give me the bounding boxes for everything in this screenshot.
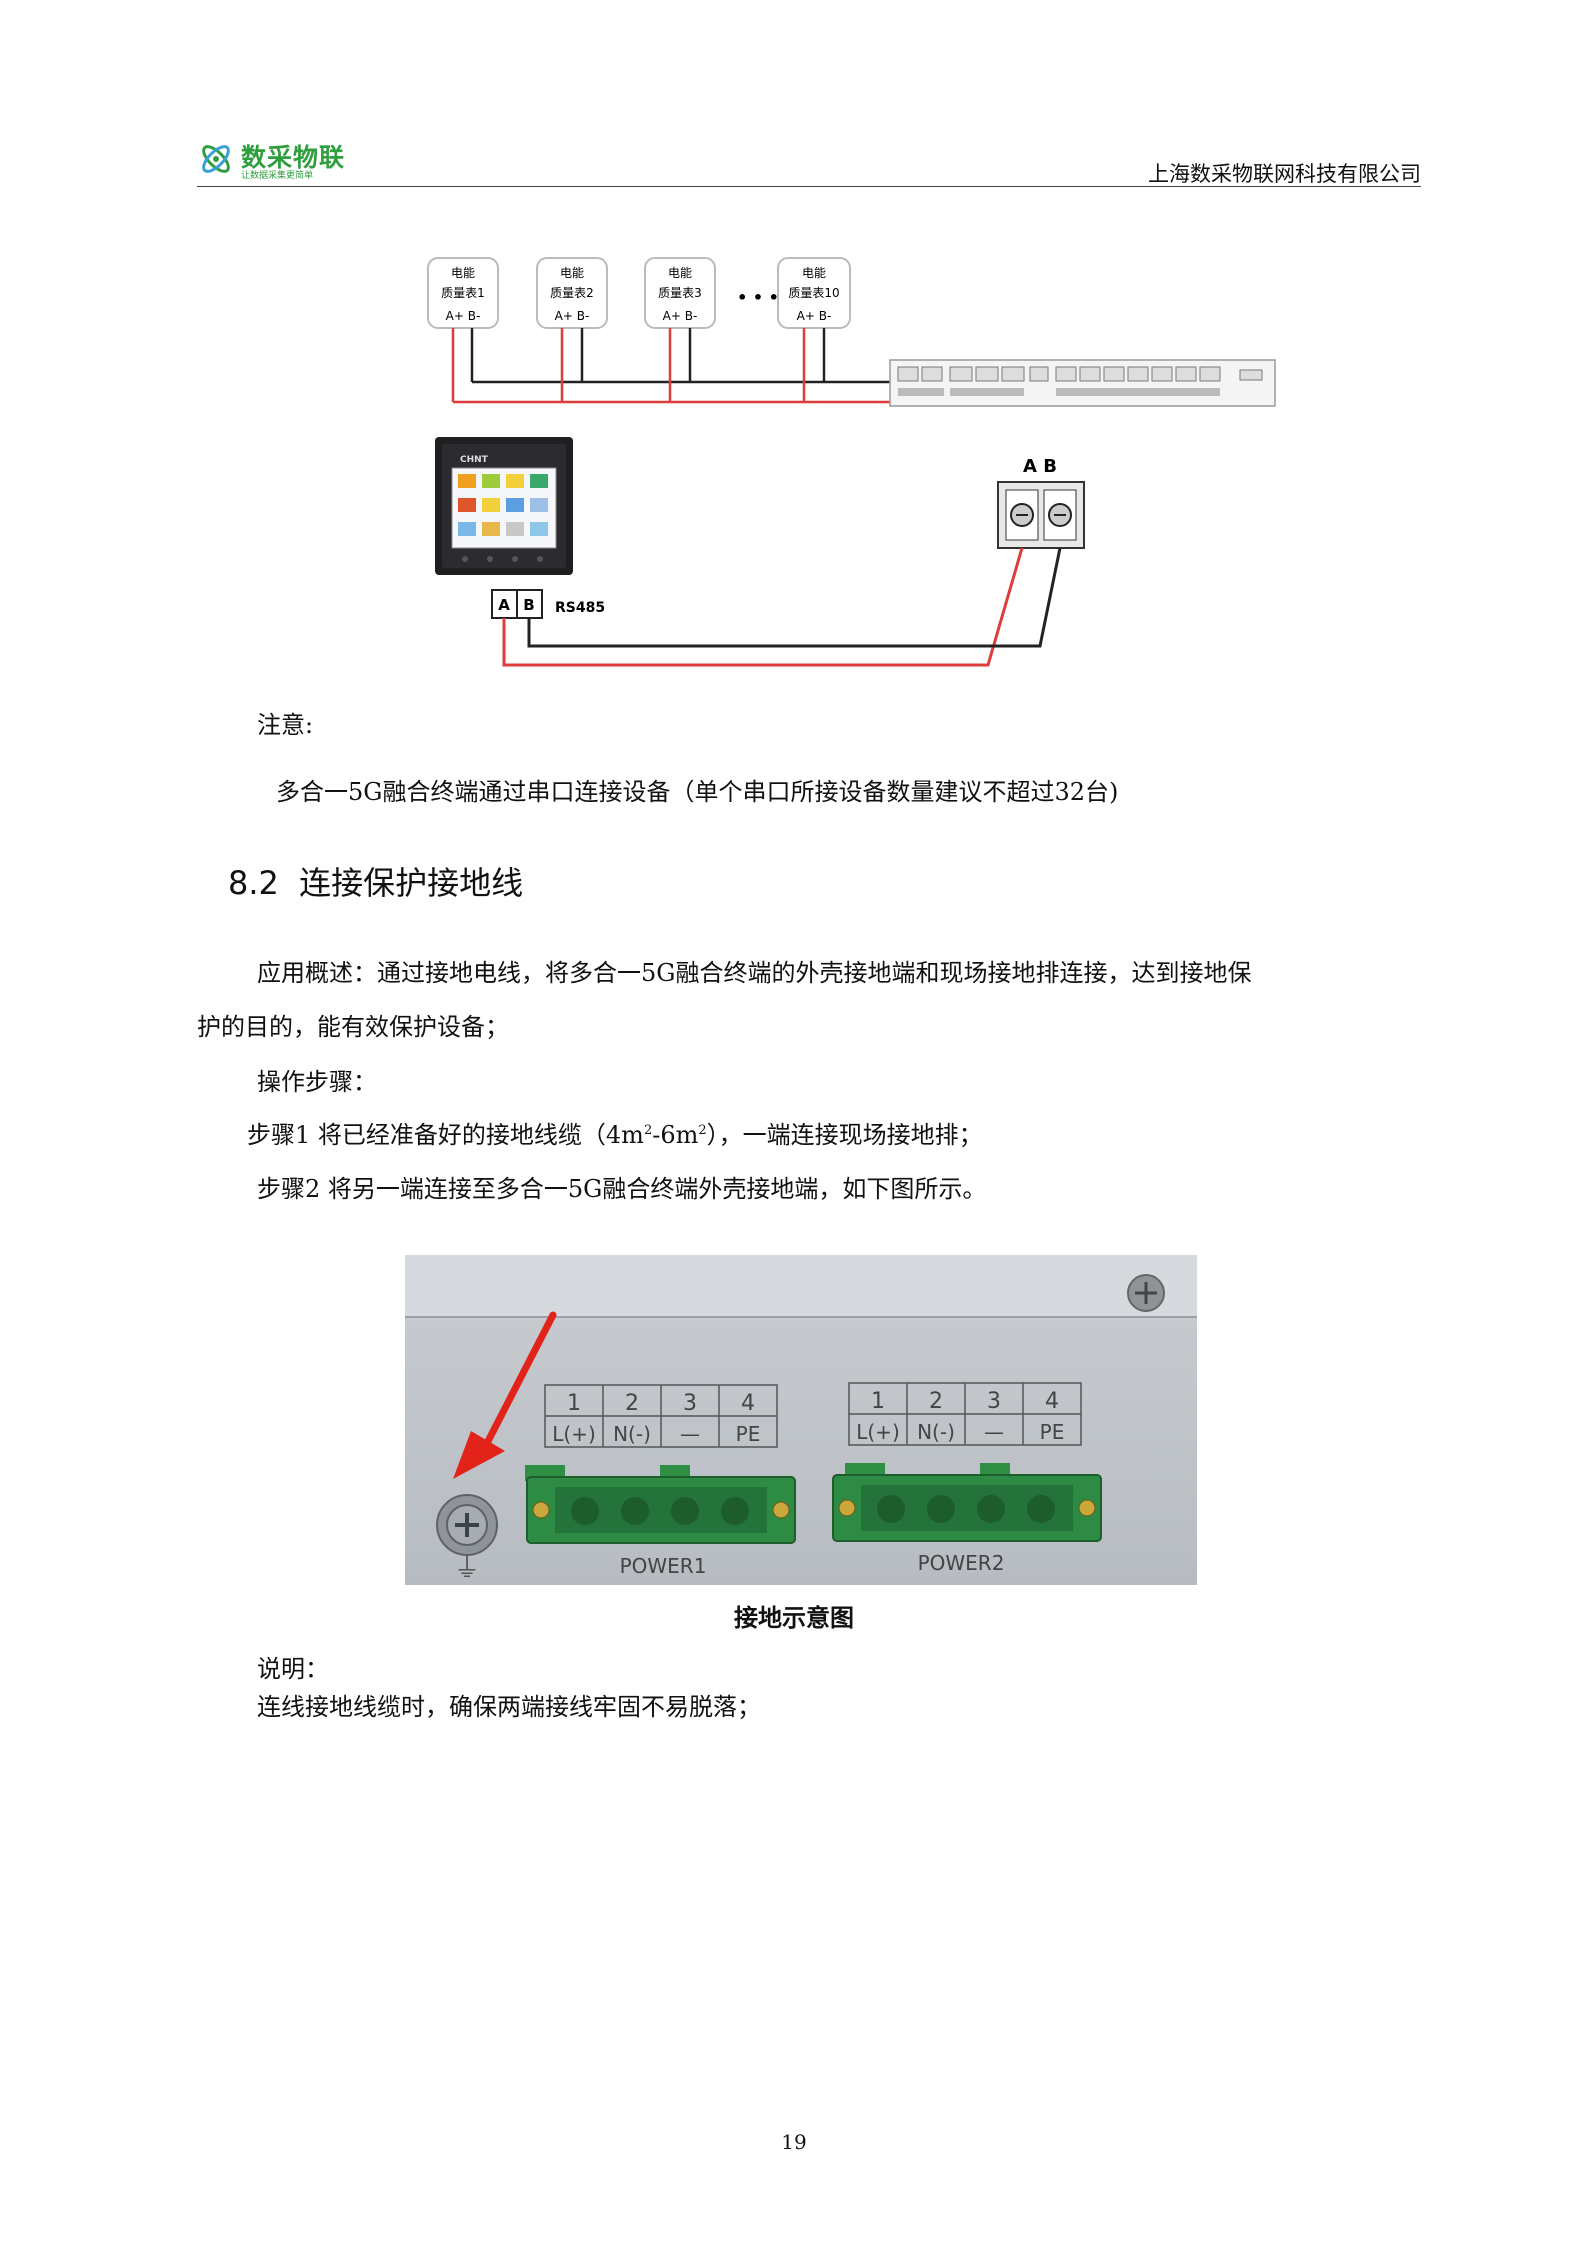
red-arrow-icon: [453, 1311, 557, 1479]
power2-num-3: 3: [987, 1389, 1001, 1414]
meter-rs485-terminals: A B RS485: [491, 589, 605, 619]
meter-3-terminals: A+ B-: [663, 309, 698, 323]
power1-num-4: 4: [741, 1391, 755, 1416]
explain-title: 说明：: [257, 1655, 329, 1683]
rs485-wiring-diagram: 电能 质量表1 A+ B- 电能 质量表2 A+ B- 电能 质量表3 A+ B…: [427, 257, 1276, 667]
gateway-terminal-strip: [889, 359, 1276, 407]
power2-num-4: 4: [1045, 1389, 1059, 1414]
meter-10-line2: 质量表10: [788, 286, 839, 300]
meter-1-line2: 质量表1: [441, 286, 485, 300]
power1-label-2: N(-): [613, 1422, 651, 1446]
power1-label-4: PE: [736, 1422, 761, 1446]
power-quality-meter: CHNT: [435, 437, 573, 575]
meter-2-terminals: A+ B-: [555, 309, 590, 323]
meter-brand: CHNT: [460, 455, 489, 465]
power1-num-3: 3: [683, 1391, 697, 1416]
step-1-sup-2: 2: [698, 1123, 707, 1138]
rs485-bus-wires: [451, 328, 890, 404]
overview-line-2: 护的目的，能有效保护设备；: [197, 1013, 509, 1041]
power2-label-4: PE: [1040, 1420, 1065, 1444]
ground-symbol-icon: ⏚: [454, 1554, 480, 1584]
power2-label-table: 1 2 3 4 L(+) N(-) — PE: [848, 1382, 1082, 1446]
meter-3: 电能 质量表3 A+ B-: [644, 257, 716, 329]
meter-1-line1: 电能: [451, 266, 475, 280]
grounding-photo: 1 2 3 4 L(+) N(-) — PE 1 2 3 4 L(+) N(-)…: [405, 1255, 1197, 1585]
page-number: 19: [781, 2130, 807, 2154]
power1-label-1: L(+): [552, 1422, 596, 1446]
terminal-a-label: A: [498, 596, 510, 614]
power2-label-2: N(-): [917, 1420, 955, 1444]
meter-2-line1: 电能: [560, 266, 584, 280]
power2-name: POWER2: [918, 1551, 1005, 1575]
meter-screen-icons: [458, 474, 548, 536]
ab-connector-label: A B: [1023, 456, 1057, 477]
power2-connector: POWER2: [832, 1463, 1102, 1575]
power1-label-3: —: [680, 1422, 700, 1446]
overview-line-1: 应用概述：通过接地电线，将多合一5G融合终端的外壳接地端和现场接地排连接，达到接…: [257, 959, 1252, 987]
company-logo: 数采物联 让数据采集更简单: [197, 138, 377, 182]
section-heading: 8.2 连接保护接地线: [228, 858, 523, 904]
meter-2: 电能 质量表2 A+ B-: [536, 257, 608, 329]
power1-label-table: 1 2 3 4 L(+) N(-) — PE: [544, 1384, 778, 1448]
power2-num-1: 1: [871, 1389, 885, 1414]
note-title: 注意:: [257, 711, 314, 739]
note-text: 多合一5G融合终端通过串口连接设备（单个串口所接设备数量建议不超过32台): [276, 778, 1119, 806]
meter-2-line2: 质量表2: [550, 286, 594, 300]
step-1-mid: -6m: [652, 1121, 699, 1149]
company-name: 上海数采物联网科技有限公司: [1148, 162, 1421, 186]
section-number: 8.2: [228, 864, 279, 902]
power1-num-1: 1: [567, 1391, 581, 1416]
rs485-label: RS485: [555, 600, 605, 616]
logo-tagline: 让数据采集更简单: [241, 171, 314, 181]
ground-screw: [436, 1494, 498, 1556]
meter-1-terminals: A+ B-: [446, 309, 481, 323]
step-1-prefix: 步骤1 将已经准备好的接地线缆（4m: [247, 1121, 644, 1149]
power2-num-2: 2: [929, 1389, 943, 1414]
terminal-b-label: B: [523, 596, 534, 614]
meter-to-connector-wires: [502, 547, 1062, 667]
screw-icon: [1127, 1274, 1165, 1312]
steps-title: 操作步骤：: [257, 1068, 377, 1096]
step-1-sup-1: 2: [643, 1123, 653, 1138]
meter-3-line2: 质量表3: [658, 286, 702, 300]
meters-ellipsis: • • •: [737, 288, 779, 307]
figure-caption: 接地示意图: [734, 1604, 854, 1632]
meter-10-terminals: A+ B-: [797, 309, 832, 323]
step-1-suffix: ），一端连接现场接地排；: [706, 1121, 983, 1149]
meter-10-line1: 电能: [802, 266, 826, 280]
power1-connector: POWER1: [525, 1465, 796, 1578]
section-title: 连接保护接地线: [299, 864, 524, 902]
logo-icon: [202, 145, 230, 173]
meter-3-line1: 电能: [668, 266, 692, 280]
logo-name: 数采物联: [241, 143, 346, 172]
meter-10: 电能 质量表10 A+ B-: [777, 257, 851, 329]
ab-connector-block: A B: [997, 456, 1085, 549]
power2-label-3: —: [984, 1420, 1004, 1444]
meter-1: 电能 质量表1 A+ B-: [427, 257, 499, 329]
power1-name: POWER1: [620, 1554, 707, 1578]
explain-text: 连线接地线缆时，确保两端接线牢固不易脱落；: [257, 1693, 761, 1721]
step-1: 步骤1 将已经准备好的接地线缆（4m2-6m2），一端连接现场接地排；: [247, 1118, 983, 1152]
header-divider: [197, 186, 1421, 187]
step-2: 步骤2 将另一端连接至多合一5G融合终端外壳接地端，如下图所示。: [257, 1175, 987, 1203]
power1-num-2: 2: [625, 1391, 639, 1416]
power2-label-1: L(+): [856, 1420, 900, 1444]
